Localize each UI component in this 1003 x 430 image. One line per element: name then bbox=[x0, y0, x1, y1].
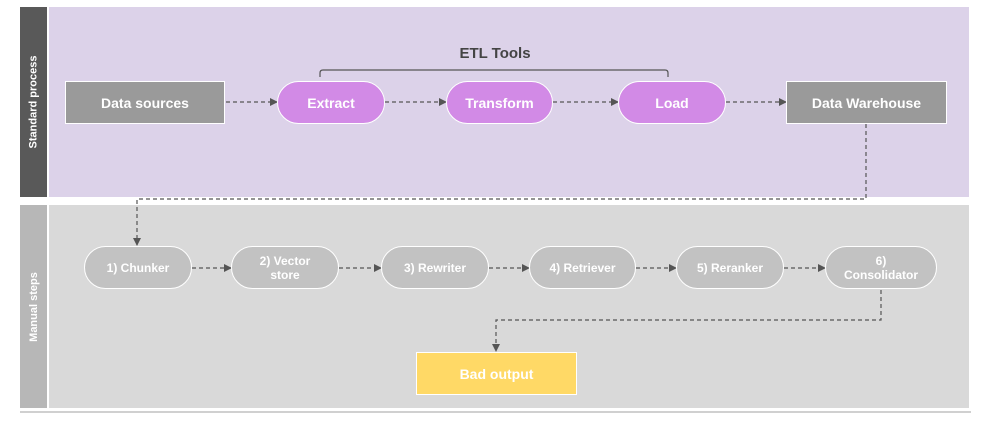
step-chunker: 1) Chunker bbox=[84, 246, 192, 289]
data-sources-node: Data sources bbox=[65, 81, 225, 124]
transform-node: Transform bbox=[446, 81, 553, 124]
arrow-warehouse-chunker bbox=[133, 124, 867, 246]
standard-process-sidebar: Standard process bbox=[20, 7, 47, 197]
manual-steps-sidebar: Manual steps bbox=[20, 205, 47, 408]
step-vector-store: 2) Vector store bbox=[231, 246, 339, 289]
step-rewriter: 3) Rewriter bbox=[381, 246, 489, 289]
arrow-step6-output bbox=[492, 290, 882, 352]
load-node: Load bbox=[618, 81, 726, 124]
extract-node: Extract bbox=[277, 81, 385, 124]
bad-output-node: Bad output bbox=[416, 352, 577, 395]
etl-bracket bbox=[319, 69, 669, 77]
step-consolidator: 6) Consolidator bbox=[825, 246, 937, 289]
etl-tools-label: ETL Tools bbox=[459, 45, 531, 62]
step-retriever: 4) Retriever bbox=[529, 246, 636, 289]
data-warehouse-node: Data Warehouse bbox=[786, 81, 947, 124]
step-reranker: 5) Reranker bbox=[676, 246, 784, 289]
bottom-divider bbox=[20, 411, 971, 413]
